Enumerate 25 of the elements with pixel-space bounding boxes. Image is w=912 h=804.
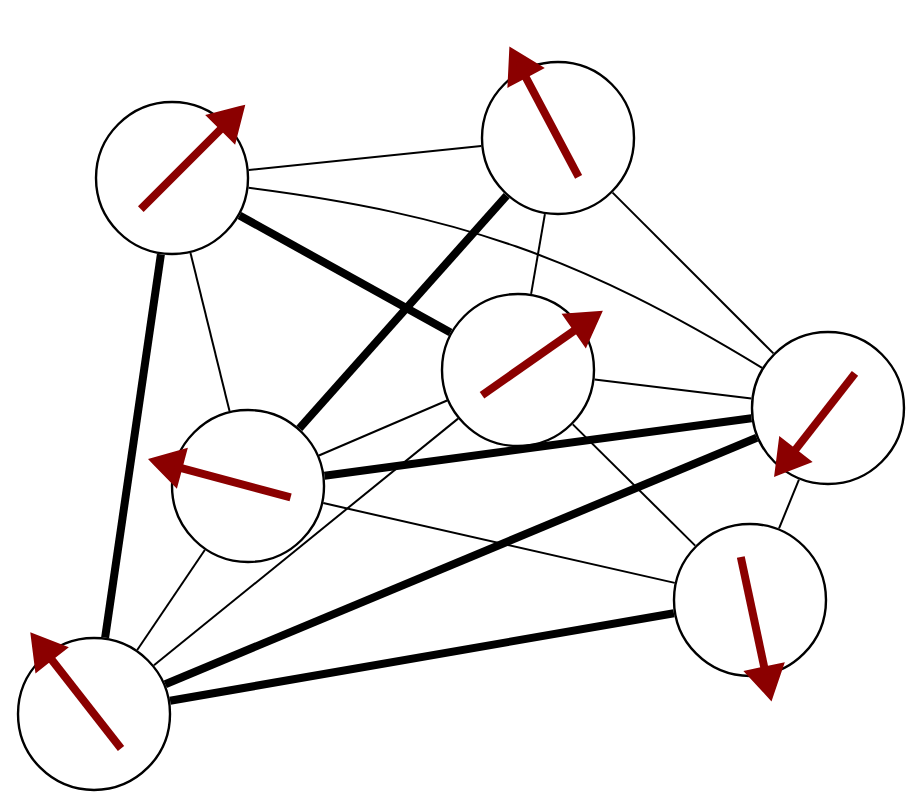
edge-line — [152, 417, 460, 667]
edge-line — [247, 186, 764, 369]
edge-line — [101, 253, 165, 639]
edge-line — [611, 191, 775, 355]
edge-line — [571, 423, 697, 547]
edge-line — [296, 193, 510, 431]
edge-line — [136, 548, 206, 651]
edge-line — [169, 609, 675, 705]
spin-circle — [480, 60, 636, 216]
edge-line — [237, 211, 453, 337]
spin-circle — [16, 636, 172, 792]
spin-circle — [440, 292, 596, 448]
edge-line — [324, 414, 752, 480]
edge-line — [317, 399, 449, 457]
edge-line — [247, 144, 483, 172]
spin-circle — [170, 408, 326, 564]
edge-line — [530, 213, 546, 295]
edge-line — [189, 251, 231, 413]
spin-circle — [672, 522, 828, 678]
edge-line — [593, 378, 753, 400]
edge-line — [778, 478, 800, 530]
spin-circle — [94, 100, 250, 256]
edge-line — [322, 502, 676, 584]
edge-line — [163, 434, 759, 688]
spin-circle — [750, 330, 906, 486]
